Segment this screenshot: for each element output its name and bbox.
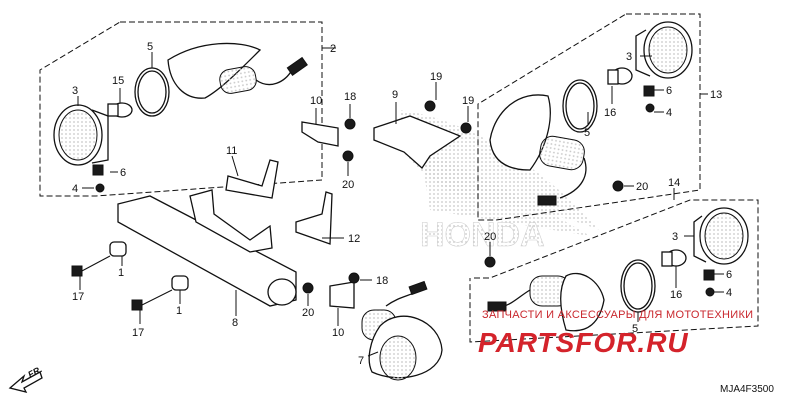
screw-4-bottom-right xyxy=(705,287,715,297)
bolt-17-a xyxy=(71,255,111,277)
callout: 4 xyxy=(72,183,78,195)
callout: 14 xyxy=(668,177,680,189)
bracket-10-top xyxy=(301,121,339,147)
callout: 5 xyxy=(584,127,590,139)
bushing-1-a xyxy=(109,241,127,257)
group-box-13 xyxy=(477,13,701,221)
callout: 3 xyxy=(626,51,632,63)
bracket-10-bottom xyxy=(329,281,355,309)
turn-signal-lens-top-right xyxy=(635,21,693,79)
callout: 20 xyxy=(484,231,496,243)
callout: 4 xyxy=(666,107,672,119)
bulb-16-bottom xyxy=(661,249,687,267)
bolt-17-b xyxy=(131,289,173,311)
bracket-11 xyxy=(225,159,279,199)
nut-6-top-right xyxy=(643,85,655,97)
gasket-ring-5-left xyxy=(134,67,170,117)
diagram-code: MJA4F3500 xyxy=(720,384,774,395)
group-box-14 xyxy=(469,199,759,343)
bolt-20-center xyxy=(342,150,354,162)
callout: 20 xyxy=(342,179,354,191)
callout: 4 xyxy=(726,287,732,299)
turn-signal-7 xyxy=(361,280,443,381)
turn-signal-housing-13 xyxy=(489,94,587,206)
callout: 8 xyxy=(232,317,238,329)
turn-signal-housing-2 xyxy=(167,42,308,99)
screw-4-left xyxy=(95,183,105,193)
bolt-20-top-right xyxy=(612,180,624,192)
callout: 15 xyxy=(112,75,124,87)
callout: 10 xyxy=(310,95,322,107)
honda-brand-text: HONDA xyxy=(420,216,545,254)
bolt-18-top xyxy=(344,118,356,130)
callout: 6 xyxy=(666,85,672,97)
bolt-19-b xyxy=(460,122,472,134)
callout: 5 xyxy=(147,41,153,53)
callout: 7 xyxy=(358,355,364,367)
callout: 19 xyxy=(462,95,474,107)
bolt-20-bottom xyxy=(302,282,314,294)
callout: 20 xyxy=(636,181,648,193)
bulb-15 xyxy=(107,102,133,118)
bushing-1-b xyxy=(171,275,189,291)
callout: 6 xyxy=(726,269,732,281)
turn-signal-lens-top-left xyxy=(53,104,109,166)
bracket-9 xyxy=(373,115,462,169)
callout: 19 xyxy=(430,71,442,83)
callout: 1 xyxy=(176,305,182,317)
callout-labels: 3 15 5 2 6 4 10 18 9 19 19 11 20 12 1 1 … xyxy=(72,41,732,367)
callout: 5 xyxy=(632,323,638,335)
leader-lines xyxy=(77,47,724,357)
turn-signal-lens-bottom-right xyxy=(693,207,749,265)
nut-6-left xyxy=(92,164,104,176)
bracket-12 xyxy=(295,191,333,245)
front-direction-arrow: FR. xyxy=(8,364,44,393)
bolt-18-bottom xyxy=(348,272,360,284)
callout: 13 xyxy=(710,89,722,101)
callout: 9 xyxy=(392,89,398,101)
callout: 17 xyxy=(132,327,144,339)
callout: 3 xyxy=(672,231,678,243)
group-box-2 xyxy=(39,21,323,197)
gasket-ring-5-right-bottom xyxy=(620,259,656,313)
screw-4-top-right xyxy=(645,103,655,113)
callout: 1 xyxy=(118,267,124,279)
bulb-16-top xyxy=(607,67,633,85)
callout: 16 xyxy=(670,289,682,301)
callout: 2 xyxy=(330,43,336,55)
callout: 17 xyxy=(72,291,84,303)
turn-signal-stay-8 xyxy=(117,189,297,307)
callout: 20 xyxy=(302,307,314,319)
callout: 10 xyxy=(332,327,344,339)
callout: 11 xyxy=(226,145,237,157)
callout: 12 xyxy=(348,233,360,245)
callout: 18 xyxy=(376,275,388,287)
callout: 6 xyxy=(120,167,126,179)
callout: 18 xyxy=(344,91,356,103)
bolt-20-bottom-right xyxy=(484,256,496,268)
callout: 3 xyxy=(72,85,78,97)
turn-signal-housing-14 xyxy=(487,272,605,332)
callout: 16 xyxy=(604,107,616,119)
watermark-logo: PARTSFOR.RU xyxy=(478,327,689,358)
gasket-ring-5-right-top xyxy=(562,79,598,133)
nut-6-bottom-right xyxy=(703,269,715,281)
watermark-tagline: ЗАПЧАСТИ И АКСЕССУАРЫ ДЛЯ МОТОТЕХНИКИ xyxy=(482,309,753,321)
bolt-19-a xyxy=(424,100,436,112)
